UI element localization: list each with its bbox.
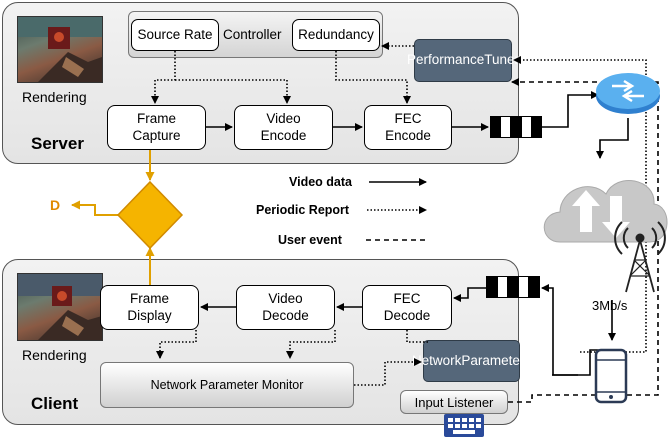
- client-label: Client: [31, 394, 79, 413]
- smartphone-icon: [594, 348, 628, 404]
- fec-decode-line1: FEC: [393, 290, 421, 306]
- game-scene-icon: [18, 17, 102, 82]
- redundancy-box: Redundancy: [292, 19, 380, 51]
- input-listener-box: Input Listener: [400, 390, 508, 414]
- legend-periodic-report-label: Periodic Report: [256, 203, 350, 217]
- video-decode-line2: Decode: [262, 307, 309, 323]
- cloud-icon: [543, 180, 668, 243]
- video-decode-line1: Video: [268, 290, 303, 306]
- network-parameters-box: NetworkParameters: [412, 340, 531, 382]
- video-encode-line1: Video: [266, 110, 301, 126]
- d-label: D: [50, 197, 61, 213]
- network-parameter-monitor-box: Network Parameter Monitor: [100, 362, 354, 408]
- network-parameters-line1: Network: [411, 352, 462, 368]
- performance-tuner-line2: Tuner: [484, 52, 520, 68]
- client-rendering-thumbnail: [17, 273, 103, 341]
- fec-encode-line1: FEC: [394, 110, 422, 126]
- server-rendering-thumbnail: [17, 16, 103, 83]
- fec-decode-line2: Decode: [383, 307, 431, 323]
- network-parameter-monitor-label: Network Parameter Monitor: [150, 378, 304, 392]
- source-rate-label: Source Rate: [137, 26, 213, 42]
- frame-display-line1: Frame: [129, 290, 169, 306]
- server-packet-queue: [490, 116, 542, 138]
- bandwidth-label: 3Mb/s: [592, 298, 628, 313]
- game-scene-icon: [18, 274, 102, 340]
- client-packet-queue: [486, 276, 540, 298]
- redundancy-label: Redundancy: [298, 26, 374, 42]
- antenna-tower-icon: [614, 221, 666, 293]
- client-rendering-label: Rendering: [22, 347, 87, 363]
- server-label: Server: [31, 134, 84, 153]
- controller-label: Controller: [223, 27, 282, 42]
- performance-tuner-line1: Performance: [406, 52, 485, 68]
- legend-user-event-label: User event: [278, 233, 342, 247]
- server-rendering-label: Rendering: [22, 89, 87, 105]
- performance-tuner-box: PerformanceTuner: [407, 39, 519, 82]
- input-listener-label: Input Listener: [414, 394, 494, 410]
- frame-display-line2: Display: [127, 307, 172, 323]
- frame-capture-line1: Frame: [136, 110, 176, 126]
- frame-capture-line2: Capture: [132, 127, 181, 143]
- network-parameters-line2: Parameters: [461, 352, 532, 368]
- psnr-label: PSNR: [132, 207, 167, 221]
- video-encode-line2: Encode: [260, 127, 307, 143]
- fec-encode-line2: Encode: [385, 127, 431, 143]
- source-rate-box: Source Rate: [131, 19, 219, 51]
- router-icon: [596, 73, 660, 114]
- legend-video-data-label: Video data: [289, 175, 352, 189]
